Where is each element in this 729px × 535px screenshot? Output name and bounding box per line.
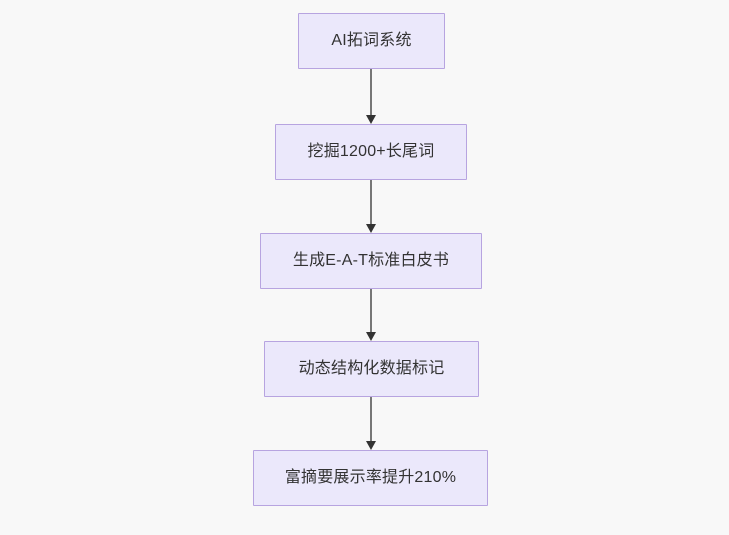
flow-node-rich-snippet-rate-increase[interactable]: 富摘要展示率提升210% [253, 450, 488, 506]
flow-node-label: 生成E-A-T标准白皮书 [292, 252, 450, 270]
flow-node-ai-keyword-system[interactable]: AI拓词系统 [298, 13, 445, 69]
flow-node-generate-eat-whitepaper[interactable]: 生成E-A-T标准白皮书 [260, 233, 482, 289]
edge-line [370, 180, 372, 226]
flow-node-label: 富摘要展示率提升210% [284, 469, 457, 487]
flow-node-mine-longtail-keywords[interactable]: 挖掘1200+长尾词 [275, 124, 467, 180]
edge-line [370, 289, 372, 334]
flow-node-dynamic-structured-data-markup[interactable]: 动态结构化数据标记 [264, 341, 479, 397]
arrowhead-icon [366, 224, 376, 233]
flow-node-label: 挖掘1200+长尾词 [307, 143, 435, 161]
edge-line [370, 69, 372, 117]
flow-node-label: AI拓词系统 [331, 32, 412, 50]
flow-node-label: 动态结构化数据标记 [298, 360, 445, 378]
arrowhead-icon [366, 115, 376, 124]
arrowhead-icon [366, 332, 376, 341]
edge-line [370, 397, 372, 443]
arrowhead-icon [366, 441, 376, 450]
